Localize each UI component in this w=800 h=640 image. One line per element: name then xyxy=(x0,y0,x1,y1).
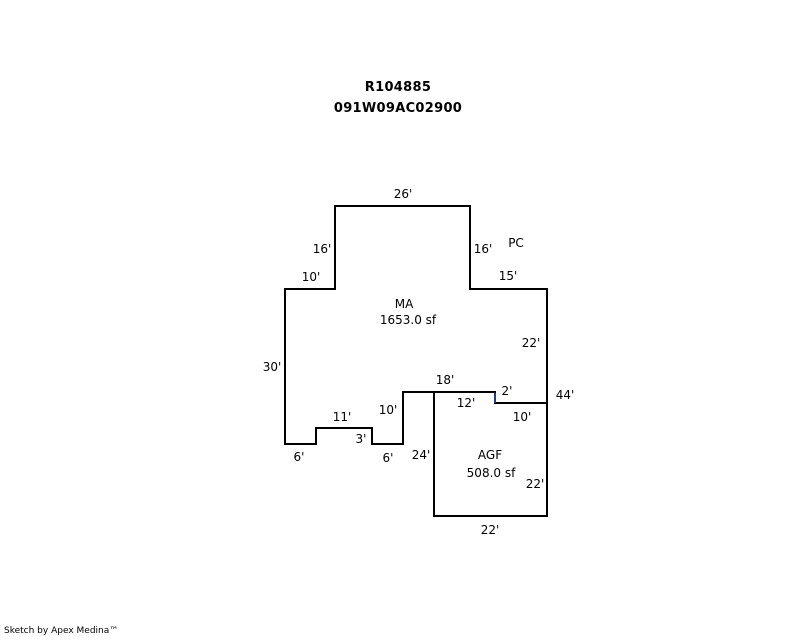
sketch-credit: Sketch by Apex Medina™ xyxy=(4,626,119,636)
dim-left-step: 10' xyxy=(302,270,321,284)
dim-right-upper: 22' xyxy=(522,336,541,350)
dim-total-right: 44' xyxy=(556,388,575,402)
dim-inner-top: 18' xyxy=(436,373,455,387)
dim-notch-side: 3' xyxy=(356,432,367,446)
main-area-size: 1653.0 sf xyxy=(380,313,437,327)
dim-garage-bottom: 22' xyxy=(481,523,500,537)
dim-garage-left: 24' xyxy=(412,448,431,462)
account-number: R104885 xyxy=(364,80,432,95)
dim-notch-top: 11' xyxy=(333,410,352,424)
dim-garage-step: 10' xyxy=(513,410,532,424)
dim-top: 26' xyxy=(394,187,413,201)
porch-area-code: PC xyxy=(508,236,524,250)
main-area-code: MA xyxy=(395,297,414,311)
dim-garage-right: 22' xyxy=(526,477,545,491)
dim-right-step: 15' xyxy=(499,269,518,283)
garage-outline xyxy=(433,392,548,517)
dim-upper-right: 16' xyxy=(474,242,493,256)
dim-garage-top: 12' xyxy=(457,396,476,410)
dim-inner-up: 10' xyxy=(379,403,398,417)
parcel-number: 091W09AC02900 xyxy=(333,101,463,116)
dim-bottom-left: 6' xyxy=(294,450,305,464)
dim-small: 2' xyxy=(502,384,513,398)
main-area-outline xyxy=(284,205,548,445)
dim-upper-left: 16' xyxy=(313,242,332,256)
dim-bottom-mid: 6' xyxy=(383,451,394,465)
garage-area-size: 508.0 sf xyxy=(467,466,516,480)
dim-left: 30' xyxy=(263,360,282,374)
garage-area-code: AGF xyxy=(478,448,502,462)
